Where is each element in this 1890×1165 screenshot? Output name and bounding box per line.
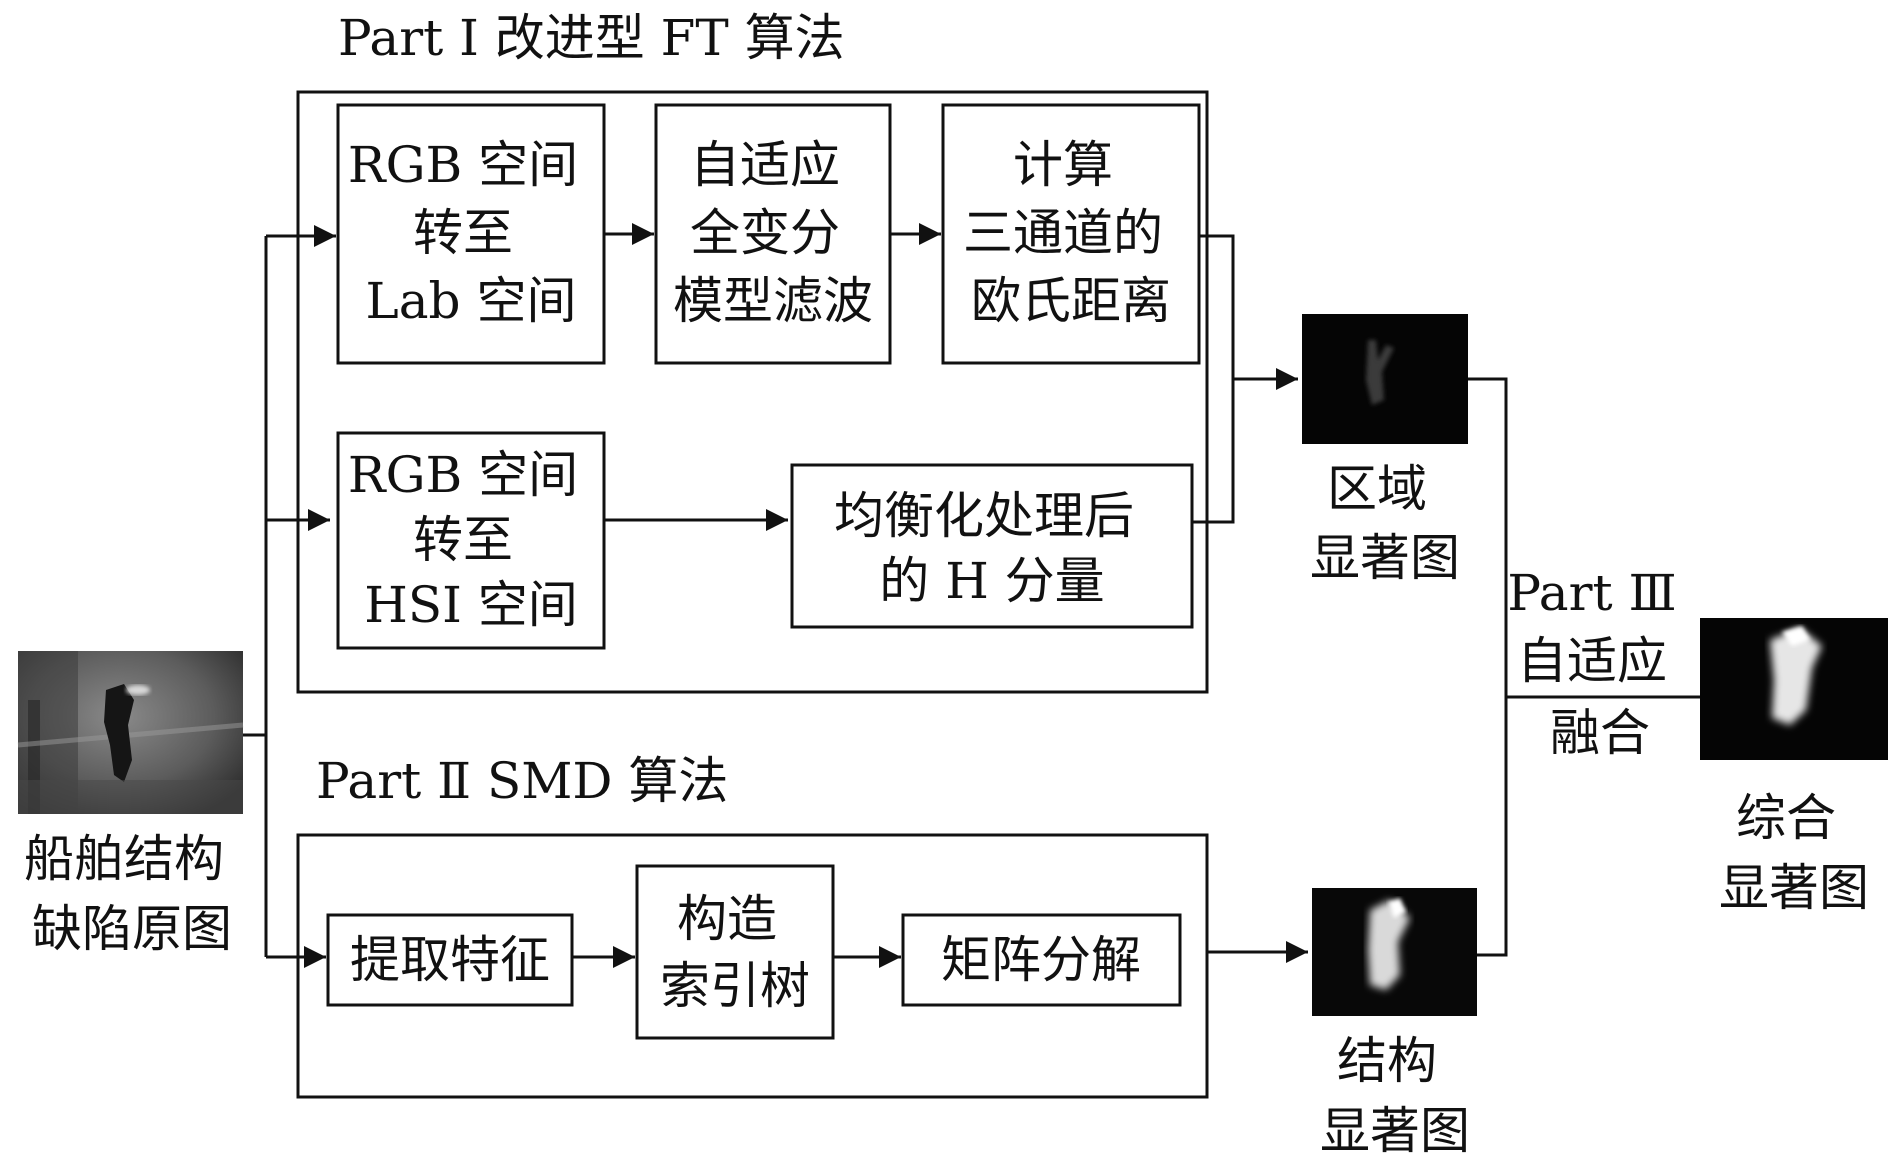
rgb-to-hsi-label: RGB 空间 转至 HSI 空间 bbox=[348, 446, 594, 634]
extract-features-label: 提取特征 bbox=[350, 931, 550, 989]
matrix-decomp-box bbox=[901, 913, 1182, 1007]
euclid-distance-label: 计算 三通道的 欧氏距离 bbox=[963, 136, 1179, 330]
tv-filter-label: 自适应 全变分 模型滤波 bbox=[673, 136, 873, 330]
combined-saliency-image bbox=[1700, 618, 1888, 760]
region-to-fusion-line bbox=[1468, 377, 1508, 697]
combined-map-caption: 综合 显著图 bbox=[1719, 789, 1869, 917]
extract-features-box bbox=[326, 913, 574, 1007]
source-image-caption: 船舶结构 缺陷原图 bbox=[24, 830, 240, 958]
part1-frame bbox=[296, 90, 1209, 694]
euclid-distance-box bbox=[941, 103, 1201, 365]
h-component-label: 均衡化处理后 的 H 分量 bbox=[834, 487, 1150, 610]
index-tree-label: 构造 索引树 bbox=[660, 890, 810, 1015]
rgb-to-lab-label: RGB 空间 转至 Lab 空间 bbox=[348, 136, 594, 330]
index-tree-box bbox=[635, 864, 835, 1040]
part2-frame bbox=[296, 833, 1209, 1099]
part3-label: Part Ⅲ 自适应 融合 bbox=[1507, 564, 1692, 762]
h-component-box bbox=[790, 463, 1194, 629]
part1-title: Part Ⅰ 改进型 FT 算法 bbox=[338, 9, 845, 67]
rgb-to-hsi-box bbox=[336, 431, 606, 650]
matrix-decomp-label: 矩阵分解 bbox=[941, 931, 1141, 989]
region-saliency-image bbox=[1302, 314, 1468, 444]
source-defect-image bbox=[17, 651, 244, 814]
structure-saliency-image bbox=[1312, 888, 1477, 1016]
structure-to-fusion-line bbox=[1477, 697, 1508, 957]
part2-title: Part Ⅱ SMD 算法 bbox=[316, 752, 728, 810]
structure-map-caption: 结构 显著图 bbox=[1320, 1032, 1470, 1160]
region-map-caption: 区域 显著图 bbox=[1310, 460, 1460, 587]
